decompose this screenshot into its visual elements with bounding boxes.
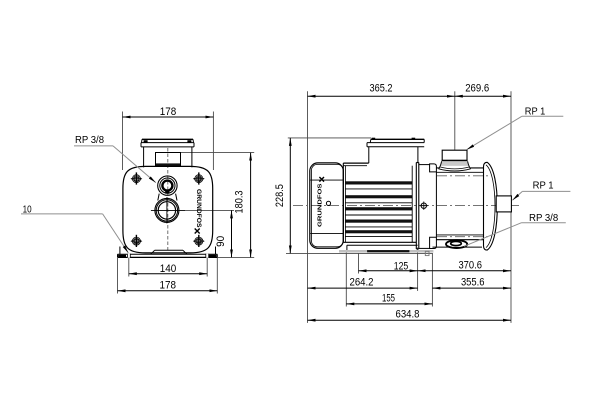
svg-text:RP 3/8: RP 3/8 — [75, 135, 104, 146]
svg-text:RP 3/8: RP 3/8 — [529, 213, 559, 224]
svg-text:RP 1: RP 1 — [533, 180, 554, 191]
svg-text:370.6: 370.6 — [458, 260, 482, 272]
svg-text:269.6: 269.6 — [465, 83, 489, 95]
svg-text:355.6: 355.6 — [461, 276, 485, 288]
svg-text:125: 125 — [394, 260, 409, 272]
svg-text:GRUNDFOS: GRUNDFOS — [318, 183, 324, 227]
svg-text:365.2: 365.2 — [370, 83, 393, 95]
svg-text:180.3: 180.3 — [233, 191, 245, 214]
svg-text:228.5: 228.5 — [274, 184, 286, 207]
svg-text:RP 1: RP 1 — [525, 107, 546, 118]
svg-text:634.8: 634.8 — [396, 308, 420, 320]
svg-text:155: 155 — [382, 292, 395, 304]
svg-text:90: 90 — [215, 236, 227, 247]
svg-text:178: 178 — [160, 280, 177, 292]
svg-text:264.2: 264.2 — [350, 277, 374, 289]
svg-text:178: 178 — [160, 106, 177, 118]
svg-text:140: 140 — [160, 263, 177, 275]
svg-text:10: 10 — [23, 204, 32, 215]
svg-text:GRUNDFOS: GRUNDFOS — [195, 189, 202, 228]
